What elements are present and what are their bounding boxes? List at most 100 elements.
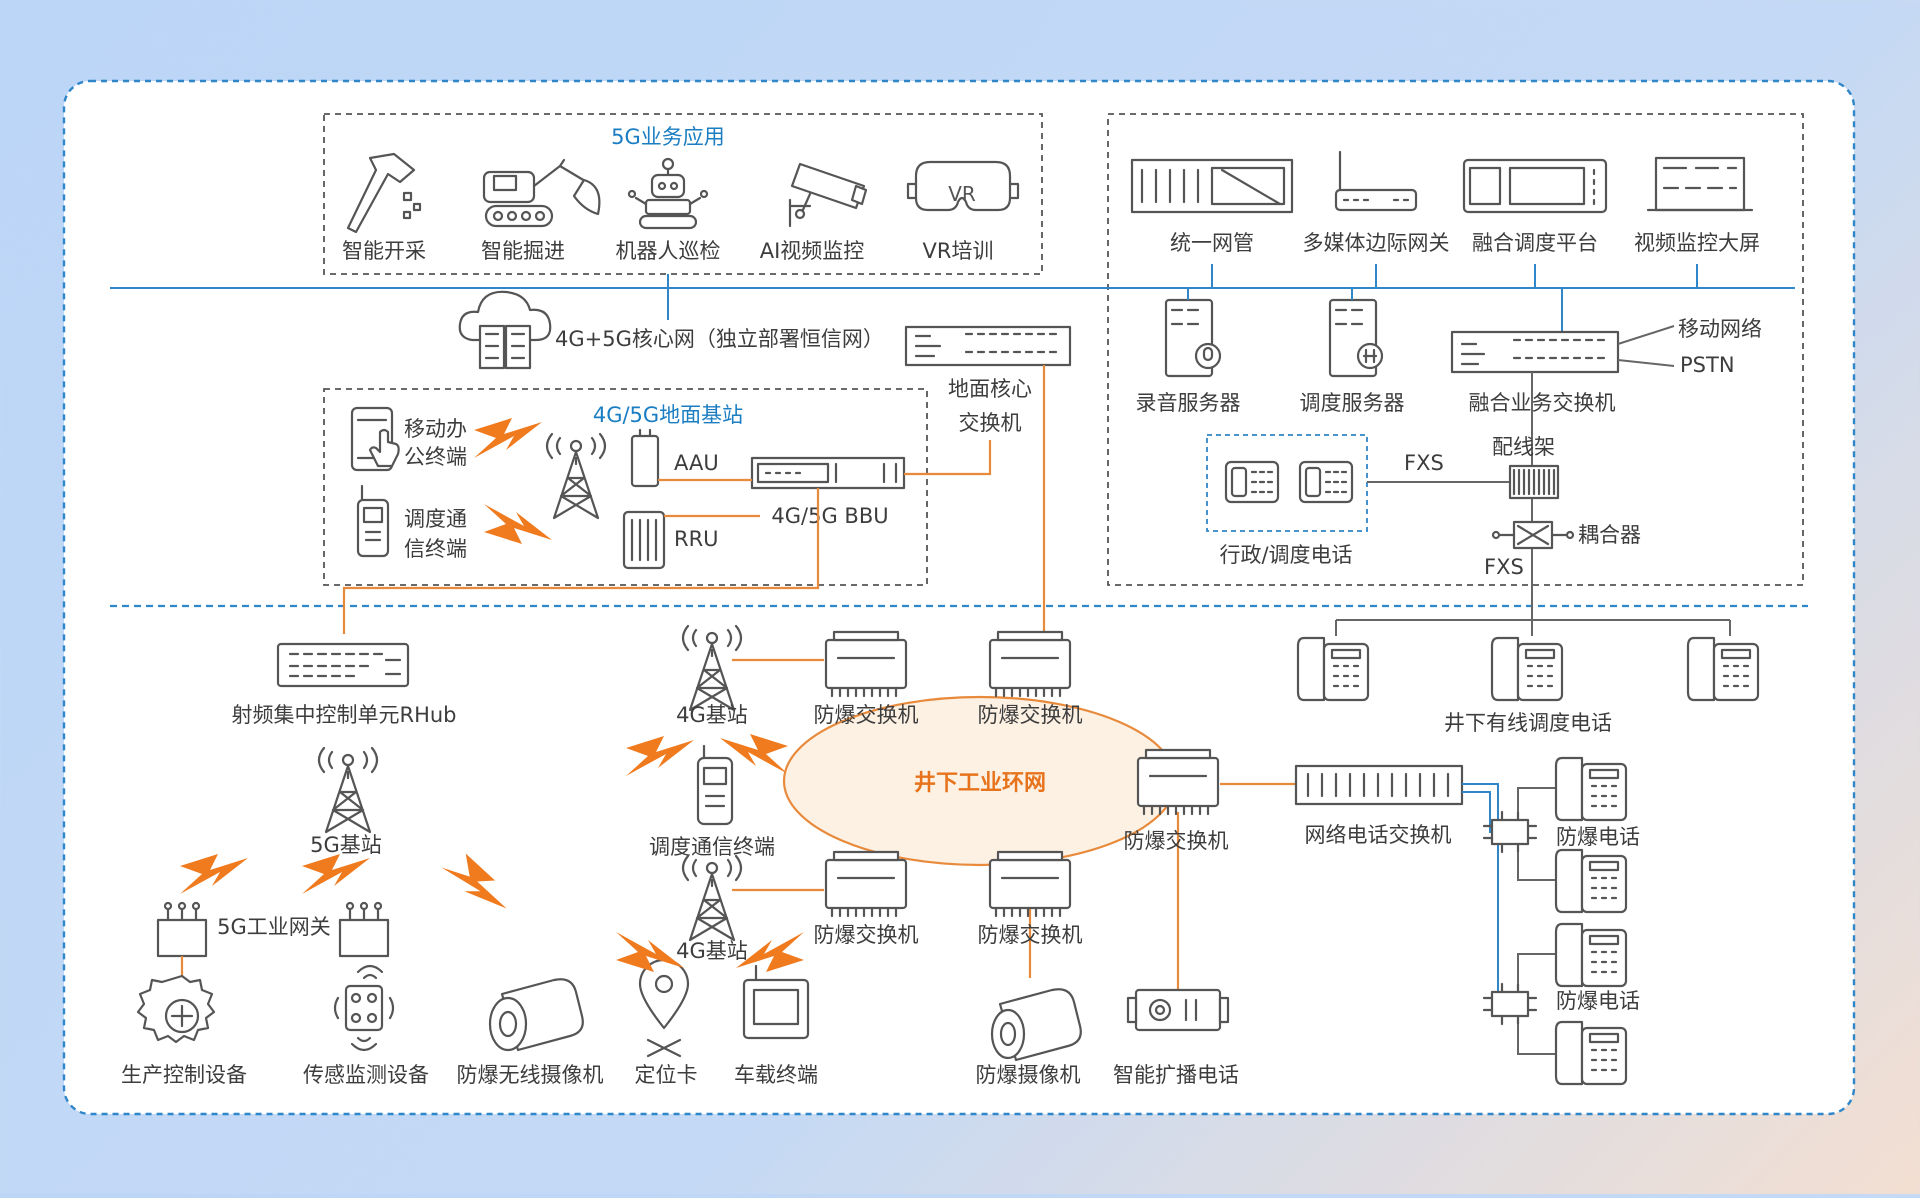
hammer-icon (346, 152, 422, 234)
dispatch-server-label: 调度服务器 (1300, 391, 1405, 415)
5g-gateway-label: 5G工业网关 (217, 915, 331, 939)
pstn-label: PSTN (1680, 353, 1735, 377)
video-wall-icon (1646, 156, 1754, 212)
rru-icon (622, 510, 666, 570)
rru-label: RRU (674, 527, 719, 551)
cctv-camera-icon (788, 162, 868, 228)
record-server-label: 录音服务器 (1136, 391, 1241, 415)
coupler-icon (1491, 520, 1575, 550)
app-label-2: 智能掘进 (481, 239, 565, 263)
core-switch-label-1: 地面核心 (948, 377, 1032, 401)
dispatch-terminal-icon (696, 744, 734, 826)
fxs-top-label: FXS (1404, 451, 1444, 475)
bbu-icon (750, 456, 906, 490)
sensor-icon (333, 964, 395, 1052)
locator-pin-icon (638, 958, 690, 1058)
coupler-label: 耦合器 (1578, 523, 1641, 547)
ex-phone-label-1: 防爆电话 (1556, 825, 1640, 849)
vehicle-terminal-icon (742, 964, 810, 1040)
wired-phone-icon (1296, 636, 1370, 702)
explosion-proof-switch-icon (988, 630, 1072, 698)
app-label-5: VR培训 (923, 239, 994, 263)
app-label-4: AI视频监控 (760, 239, 865, 263)
dispatch-phone-icon (1298, 460, 1354, 504)
mobile-office-label-1: 移动办 (404, 417, 467, 441)
wireless-camera-icon (488, 978, 584, 1052)
cloud-server-icon (458, 290, 552, 370)
wireless-camera-label: 防爆无线摄像机 (457, 1063, 604, 1087)
record-server-icon (1164, 298, 1222, 378)
aau-icon (630, 428, 660, 488)
aau-label: AAU (674, 451, 719, 475)
dispatch-server-icon (1328, 298, 1384, 378)
robot-icon (627, 157, 709, 230)
core-switch-icon (904, 325, 1072, 367)
broadcast-phone-label: 智能扩播电话 (1113, 1063, 1239, 1087)
ex-phone-label-2: 防爆电话 (1556, 989, 1640, 1013)
ex-switch-label-3: 防爆交换机 (1124, 829, 1229, 853)
mobile-network-label: 移动网络 (1678, 317, 1762, 341)
ex-switch-label-5: 防爆交换机 (978, 923, 1083, 947)
production-control-icon (136, 974, 216, 1044)
app-label-1: 智能开采 (342, 239, 426, 263)
bbu-label: 4G/5G BBU (771, 504, 888, 528)
ex-switch-label-2: 防爆交换机 (978, 703, 1083, 727)
wired-phone-label: 井下有线调度电话 (1444, 711, 1612, 735)
walkie-talkie-icon (356, 484, 390, 558)
wired-phone-icon (1686, 636, 1760, 702)
4g-base-station-top-label: 4G基站 (676, 703, 748, 727)
mobile-office-label-2: 公终端 (404, 445, 467, 469)
fusion-platform-label: 融合调度平台 (1472, 231, 1598, 255)
explosion-proof-switch-icon (988, 850, 1072, 918)
excavator-icon (482, 158, 601, 228)
explosion-proof-switch-icon (824, 850, 908, 918)
distribution-frame-icon (1508, 464, 1560, 500)
video-wall-label: 视频监控大屏 (1634, 231, 1760, 255)
ex-switch-label-4: 防爆交换机 (814, 923, 919, 947)
router-icon (1334, 150, 1418, 212)
unified-nms-label: 统一网管 (1170, 231, 1254, 255)
wired-phone-icon (1490, 636, 1564, 702)
dispatch-terminal-label: 调度通信终端 (649, 835, 775, 859)
svg-text:VR: VR (948, 182, 976, 206)
multimedia-gateway-label: 多媒体边际网关 (1303, 231, 1450, 255)
ring-label: 井下工业环网 (914, 771, 1046, 796)
dispatch-terminal-label-2: 信终端 (404, 537, 467, 561)
4g-base-station-bottom-label: 4G基站 (676, 939, 748, 963)
apps-box (323, 113, 1043, 275)
mobile-office-terminal-icon (350, 406, 400, 472)
locator-label: 定位卡 (635, 1063, 698, 1087)
fxs-bottom-label: FXS (1484, 555, 1524, 579)
dispatch-console-icon (1462, 158, 1608, 214)
rhub-label: 射频集中控制单元RHub (231, 703, 456, 727)
explosion-proof-switch-icon (824, 630, 908, 698)
distribution-frame-label: 配线架 (1492, 435, 1555, 459)
fusion-switch-icon (1450, 330, 1620, 374)
core-switch-label-2: 交换机 (959, 411, 1022, 435)
app-label-3: 机器人巡检 (616, 239, 721, 263)
sensor-monitor-label: 传感监测设备 (303, 1063, 429, 1087)
ex-phone-icon (1554, 1020, 1628, 1086)
voip-switch-label: 网络电话交换机 (1305, 823, 1452, 847)
dispatch-terminal-label-1: 调度通 (404, 507, 467, 531)
explosion-proof-switch-icon (1136, 748, 1220, 816)
ex-camera-label: 防爆摄像机 (976, 1063, 1081, 1087)
ground-station-box (323, 388, 928, 586)
fusion-switch-label: 融合业务交换机 (1469, 391, 1616, 415)
voip-switch-icon (1294, 764, 1464, 806)
ex-phone-icon (1554, 922, 1628, 988)
apps-title: 5G业务应用 (611, 125, 725, 149)
vr-headset-icon: VR (906, 160, 1020, 212)
vehicle-terminal-label: 车载终端 (734, 1063, 818, 1087)
rhub-icon (276, 642, 410, 688)
ground-station-title: 4G/5G地面基站 (593, 403, 743, 427)
unified-nms-icon (1130, 158, 1294, 214)
production-control-label: 生产控制设备 (121, 1063, 247, 1087)
core-network-label: 4G+5G核心网（独立部署恒信网） (555, 327, 884, 351)
5g-base-station-label: 5G基站 (310, 833, 382, 857)
ex-camera-icon (990, 988, 1082, 1062)
ex-switch-label-1: 防爆交换机 (814, 703, 919, 727)
ex-phone-icon (1554, 848, 1628, 914)
admin-phone-icon (1224, 460, 1280, 504)
